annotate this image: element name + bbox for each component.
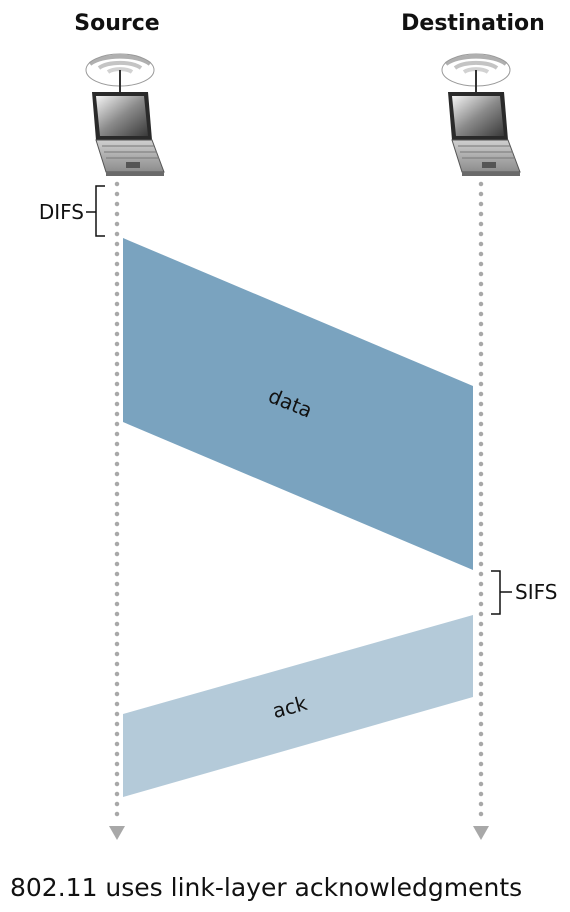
data-frame	[123, 238, 473, 570]
figure-caption: 802.11 uses link-layer acknowledgments	[10, 873, 522, 902]
source-title: Source	[74, 11, 159, 36]
sifs-bracket	[491, 570, 501, 615]
destination-timeline-arrow	[473, 826, 489, 840]
sifs-label: SIFS	[515, 580, 557, 604]
source-timeline-arrow	[109, 826, 125, 840]
difs-bracket	[95, 185, 105, 237]
ack-frame	[123, 615, 473, 797]
laptop-wifi-icon	[84, 52, 166, 178]
difs-label: DIFS	[39, 200, 84, 224]
laptop-wifi-icon	[440, 52, 522, 178]
destination-title: Destination	[401, 11, 545, 36]
